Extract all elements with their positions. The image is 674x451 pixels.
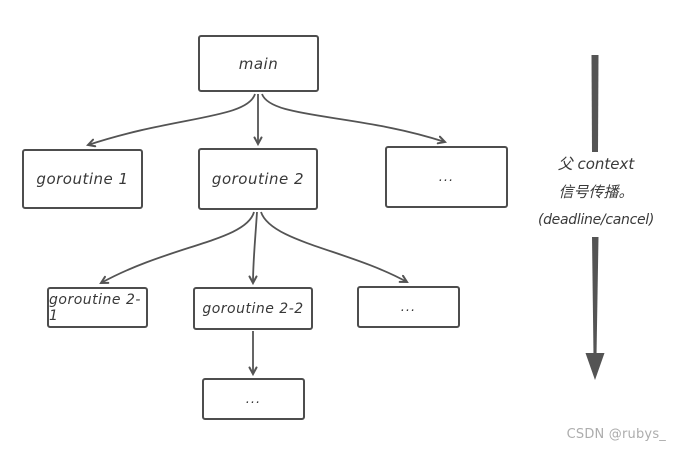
node-goroutine-1: goroutine 1 (22, 149, 143, 209)
node-goroutine-2-2-label: goroutine 2-2 (202, 300, 304, 317)
node-goroutine-1-label: goroutine 1 (36, 170, 129, 188)
note-line-parent-context: 父 context (557, 155, 635, 173)
context-propagation-note: 父 context 信号传播。 (deadline/cancel) (528, 150, 664, 234)
node-ellipsis-1-label: ... (438, 169, 455, 185)
node-ellipsis-3-label: ... (245, 391, 262, 407)
node-ellipsis-1: ... (385, 146, 508, 208)
csdn-watermark: CSDN @rubys_ (566, 427, 666, 442)
node-ellipsis-3: ... (202, 378, 305, 420)
node-goroutine-2-1: goroutine 2-1 (47, 287, 148, 328)
note-line-signal-propagation: 信号传播。 (558, 183, 634, 201)
arrow-main-to-goroutine-1 (85, 93, 256, 148)
arrow-goroutine-2-to-goroutine-2-1 (99, 211, 255, 285)
context-propagation-arrow-upper-shaft (591, 55, 599, 152)
node-goroutine-2-2: goroutine 2-2 (193, 287, 313, 330)
node-ellipsis-2-label: ... (400, 299, 417, 315)
node-goroutine-2: goroutine 2 (198, 148, 318, 210)
arrow-goroutine-2-to-goroutine-2-2 (248, 211, 258, 286)
context-propagation-arrow-lower-shaft (592, 237, 599, 356)
node-goroutine-2-1-label: goroutine 2-1 (49, 291, 141, 324)
arrow-goroutine-2-to-ellipsis-2 (260, 211, 409, 284)
node-main-label: main (238, 54, 279, 73)
node-ellipsis-2: ... (357, 286, 460, 328)
context-propagation-arrowhead (585, 353, 605, 380)
node-goroutine-2-label: goroutine 2 (211, 170, 305, 188)
note-line-deadline-cancel: (deadline/cancel) (537, 212, 655, 228)
arrow-main-to-ellipsis-1 (261, 93, 448, 145)
node-main: main (198, 35, 319, 92)
